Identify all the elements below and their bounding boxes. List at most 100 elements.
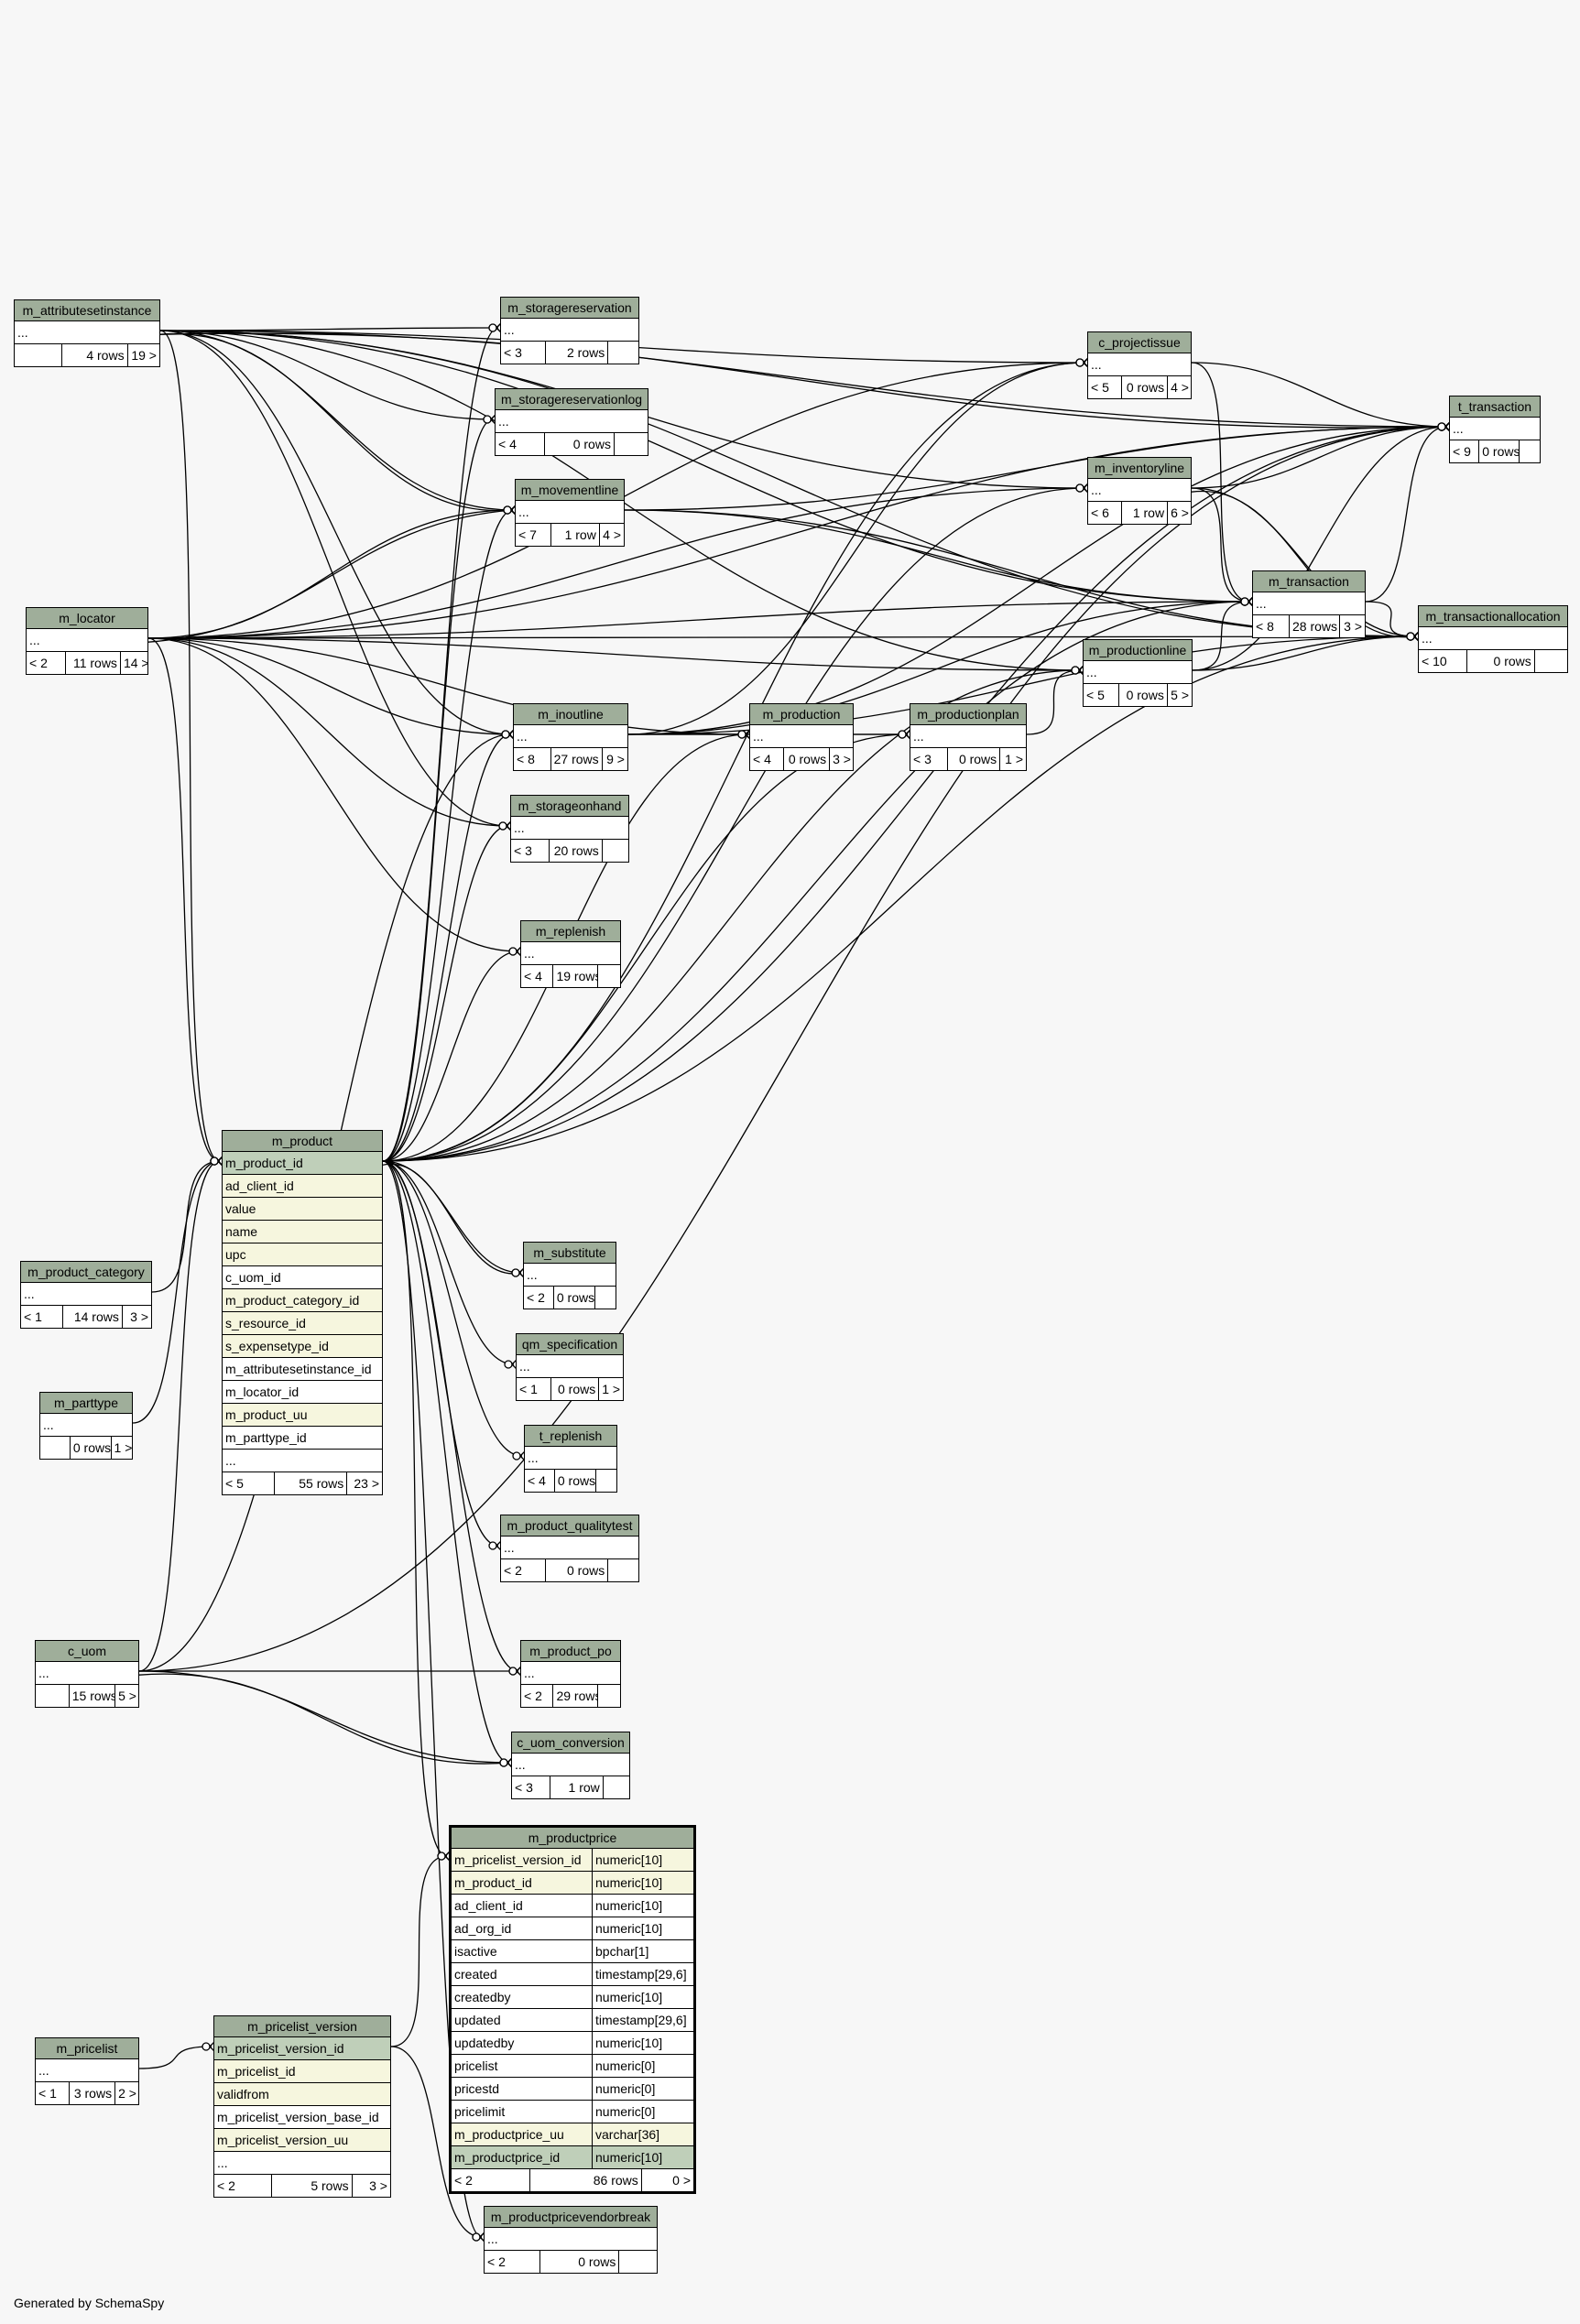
children-count: 14 > bbox=[123, 656, 147, 670]
ellipsis-row: ... bbox=[214, 2152, 390, 2175]
column-row[interactable]: m_pricelist_version_id bbox=[214, 2037, 390, 2060]
relationship-edge bbox=[159, 330, 1417, 637]
children-count: 4 > bbox=[603, 527, 621, 542]
relationship-edge bbox=[382, 1160, 519, 1672]
column-row[interactable]: validfrom bbox=[214, 2083, 390, 2106]
optional-end-marker bbox=[898, 730, 907, 739]
table-title: m_product_qualitytest bbox=[501, 1515, 638, 1537]
parents-count: < 1 bbox=[21, 1306, 64, 1328]
ellipsis-text: ... bbox=[1422, 631, 1433, 646]
row-count: 0 rows bbox=[71, 1437, 112, 1459]
column-row[interactable]: m_attributesetinstance_id bbox=[223, 1358, 382, 1381]
optional-end-marker bbox=[1075, 483, 1084, 493]
ellipsis-text: ... bbox=[527, 1267, 538, 1282]
row-count: 14 rows bbox=[63, 1306, 123, 1328]
relationship-edge bbox=[147, 635, 1417, 639]
column-row[interactable]: name bbox=[223, 1221, 382, 1243]
column-name: upc bbox=[225, 1247, 246, 1262]
parents-count bbox=[15, 344, 62, 366]
column-row[interactable]: m_product_id bbox=[223, 1152, 382, 1175]
ellipsis-row: ... bbox=[1419, 627, 1567, 650]
column-row[interactable]: m_product_category_id bbox=[223, 1289, 382, 1312]
children-count bbox=[1535, 650, 1567, 672]
ellipsis-text: ... bbox=[517, 729, 528, 744]
column-row[interactable]: ad_client_id bbox=[223, 1175, 382, 1198]
column-row[interactable]: s_resource_id bbox=[223, 1312, 382, 1335]
ellipsis-text: ... bbox=[1256, 596, 1267, 611]
relationship-edge bbox=[382, 1160, 523, 1457]
column-row[interactable]: m_pricelist_id bbox=[214, 2060, 390, 2083]
relationship-edge bbox=[159, 332, 1448, 429]
relationship-edge bbox=[147, 487, 1086, 639]
relationship-edge bbox=[159, 330, 1448, 428]
column-row[interactable]: m_parttype_id bbox=[223, 1427, 382, 1450]
optional-end-marker bbox=[1071, 666, 1080, 675]
table-title: m_productprice bbox=[452, 1828, 693, 1849]
column-row[interactable]: s_expensetype_id bbox=[223, 1335, 382, 1358]
column-type: timestamp[29,6] bbox=[595, 2013, 687, 2027]
ellipsis-row: ... bbox=[516, 501, 624, 524]
column-row[interactable]: upc bbox=[223, 1243, 382, 1266]
column-row[interactable]: value bbox=[223, 1198, 382, 1221]
column-row[interactable]: m_pricelist_version_uu bbox=[214, 2129, 390, 2152]
ellipsis-row: ... bbox=[524, 1264, 616, 1287]
relationship-edge bbox=[159, 330, 221, 1162]
column-type: bpchar[1] bbox=[595, 1944, 649, 1959]
column-row[interactable]: m_locator_id bbox=[223, 1381, 382, 1404]
column-row[interactable]: m_pricelist_version_base_id bbox=[214, 2106, 390, 2129]
column-row[interactable]: m_product_uu bbox=[223, 1404, 382, 1427]
column-row[interactable]: c_uom_id bbox=[223, 1266, 382, 1289]
column-name: s_expensetype_id bbox=[225, 1339, 329, 1353]
ellipsis-text: ... bbox=[24, 1287, 35, 1301]
ellipsis-row: ... bbox=[496, 410, 648, 433]
column-name: created bbox=[452, 1963, 593, 1985]
